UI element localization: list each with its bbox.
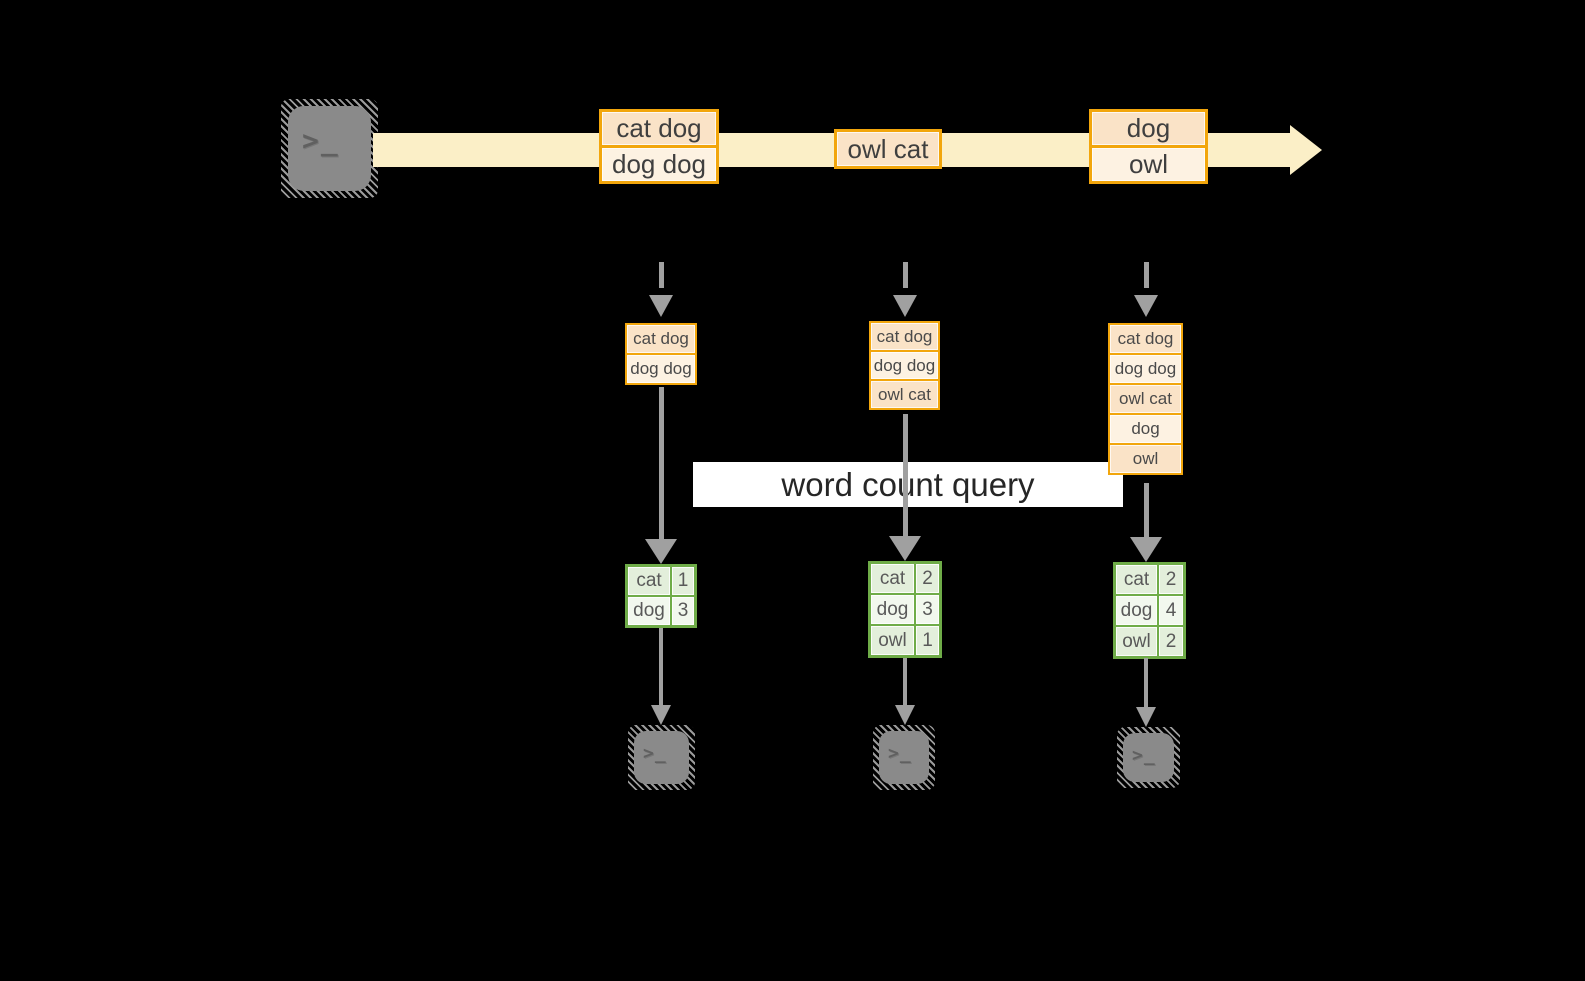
input-buffer-3: cat dog dog dog owl cat dog owl — [1108, 323, 1183, 475]
stream-event-1: cat dog dog dog — [599, 109, 719, 184]
count-cell: 1 — [672, 567, 694, 595]
terminal-body: >_ — [1123, 733, 1174, 782]
count-cell: 2 — [1159, 565, 1183, 594]
query-arrow-icon — [645, 387, 677, 564]
count-table-3: cat 2 dog 4 owl 2 — [1113, 562, 1186, 659]
count-cell: 2 — [916, 564, 939, 593]
word-cell: dog — [628, 597, 670, 625]
count-table-2: cat 2 dog 3 owl 1 — [868, 561, 942, 658]
buffer-line: owl cat — [869, 379, 940, 410]
count-cell: 3 — [916, 595, 939, 624]
output-arrow-icon — [1136, 658, 1156, 727]
buffer-line: cat dog — [625, 323, 697, 355]
dashed-arrow-icon — [1134, 262, 1158, 317]
count-cell: 1 — [916, 626, 939, 655]
terminal-body: >_ — [879, 731, 929, 784]
output-arrow-icon — [895, 658, 915, 725]
terminal-prompt-icon: >_ — [643, 743, 667, 764]
count-cell: 4 — [1159, 596, 1183, 625]
terminal-body: >_ — [288, 106, 371, 191]
terminal-prompt-icon: >_ — [888, 743, 912, 764]
terminal-prompt-icon: >_ — [1132, 745, 1156, 766]
buffer-line: dog dog — [625, 353, 697, 385]
buffer-line: cat dog — [869, 321, 940, 352]
buffer-line: cat dog — [1108, 323, 1183, 355]
query-arrow-icon — [889, 414, 921, 561]
buffer-line: dog dog — [1108, 353, 1183, 385]
buffer-line: owl cat — [1108, 383, 1183, 415]
query-arrow-icon — [1130, 483, 1162, 562]
event-line: cat dog — [599, 109, 719, 148]
input-buffer-2: cat dog dog dog owl cat — [869, 321, 940, 410]
stream-event-3: dog owl — [1089, 109, 1208, 184]
sink-terminal-icon-1: >_ — [628, 725, 695, 790]
buffer-line: owl — [1108, 443, 1183, 475]
event-line: owl cat — [834, 129, 942, 169]
word-cell: owl — [1116, 627, 1157, 656]
input-buffer-1: cat dog dog dog — [625, 323, 697, 385]
output-arrow-icon — [651, 628, 671, 725]
event-line: dog dog — [599, 145, 719, 184]
event-line: owl — [1089, 145, 1208, 184]
count-cell: 3 — [672, 597, 694, 625]
word-cell: dog — [871, 595, 914, 624]
dashed-arrow-icon — [893, 262, 917, 317]
sink-terminal-icon-2: >_ — [873, 725, 935, 790]
count-cell: 2 — [1159, 627, 1183, 656]
count-table-1: cat 1 dog 3 — [625, 564, 697, 628]
sink-terminal-icon-3: >_ — [1117, 727, 1180, 788]
buffer-line: dog — [1108, 413, 1183, 445]
event-line: dog — [1089, 109, 1208, 148]
word-cell: cat — [1116, 565, 1157, 594]
word-cell: dog — [1116, 596, 1157, 625]
terminal-body: >_ — [634, 731, 689, 784]
word-cell: owl — [871, 626, 914, 655]
stream-arrow-head-icon — [1290, 125, 1322, 175]
dashed-arrow-icon — [649, 262, 673, 317]
word-cell: cat — [871, 564, 914, 593]
terminal-prompt-icon: >_ — [302, 124, 340, 157]
source-terminal-icon: >_ — [281, 99, 378, 198]
buffer-line: dog dog — [869, 350, 940, 381]
word-cell: cat — [628, 567, 670, 595]
stream-event-2: owl cat — [834, 129, 942, 169]
query-label: word count query — [693, 462, 1123, 507]
